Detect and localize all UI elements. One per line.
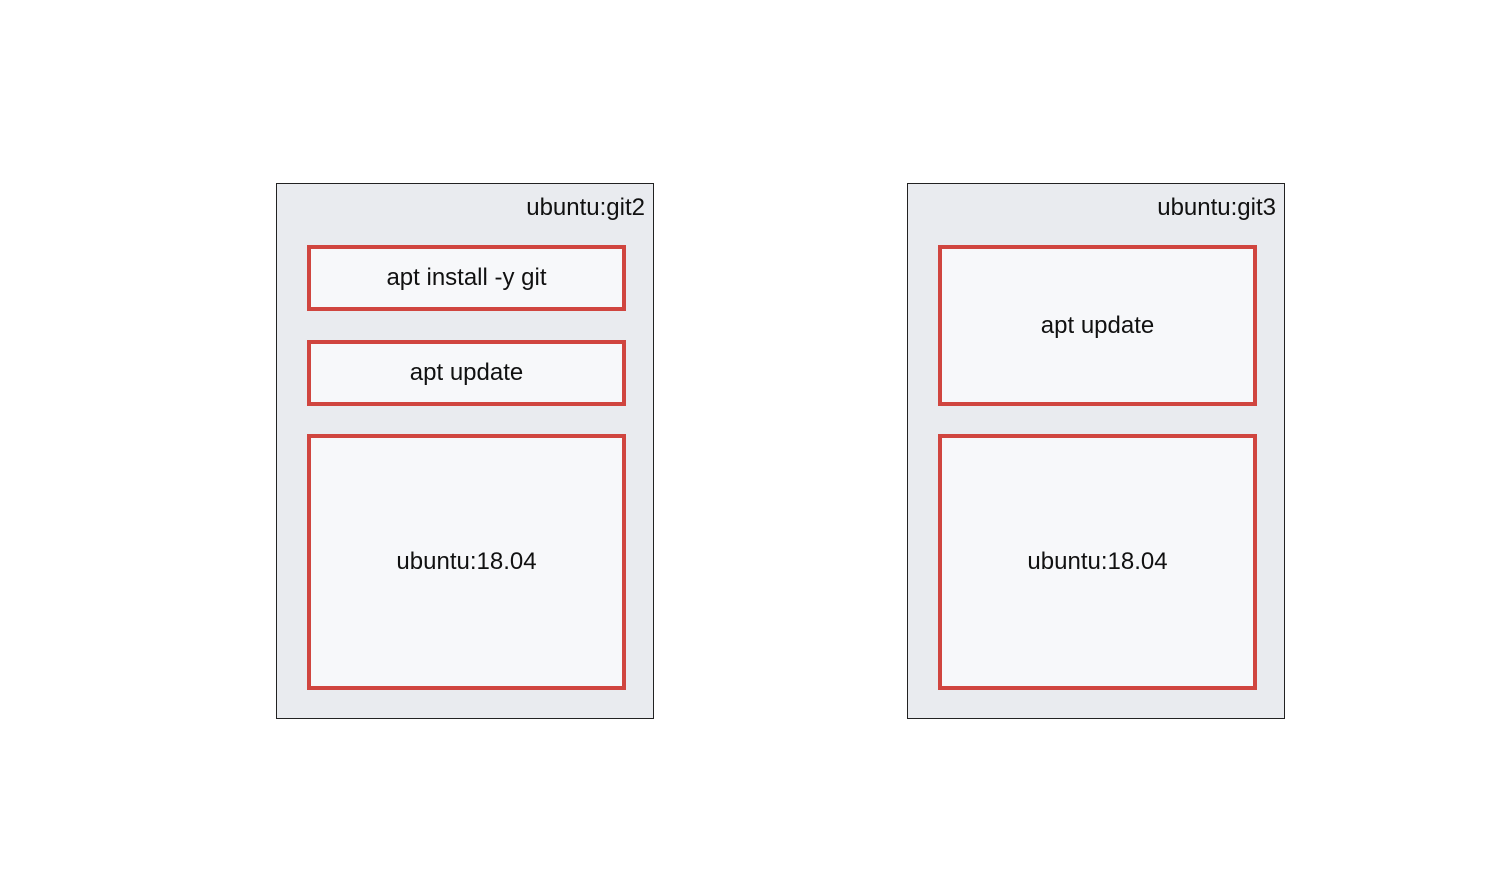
image-title: ubuntu:git3 xyxy=(1157,194,1276,221)
layer-apt-update: apt update xyxy=(307,340,626,406)
layer-apt-update: apt update xyxy=(938,245,1257,406)
image-title: ubuntu:git2 xyxy=(526,194,645,221)
image-box-ubuntu-git3: ubuntu:git3 apt update ubuntu:18.04 xyxy=(907,183,1285,719)
layer-ubuntu-base: ubuntu:18.04 xyxy=(938,434,1257,690)
image-box-ubuntu-git2: ubuntu:git2 apt install -y git apt updat… xyxy=(276,183,654,719)
layer-apt-install-git: apt install -y git xyxy=(307,245,626,311)
layer-ubuntu-base: ubuntu:18.04 xyxy=(307,434,626,690)
